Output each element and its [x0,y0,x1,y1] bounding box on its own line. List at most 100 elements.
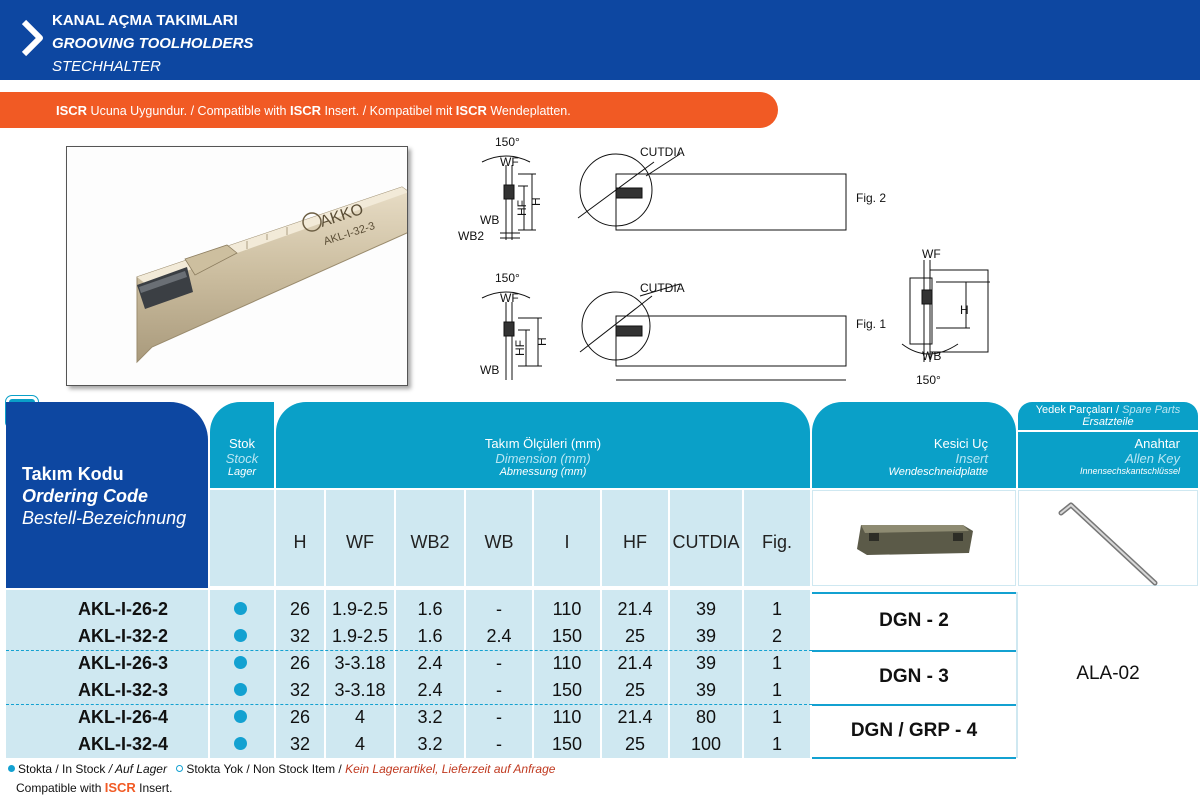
banner-brand-2: ISCR [289,103,322,118]
h-label-right: H [960,303,969,317]
cell-wf: 3-3.18 [334,680,386,700]
cell-fig: 1 [771,707,782,727]
cell-wf: 4 [354,707,365,727]
cell-wb: 2.4 [486,626,512,646]
in-stock-icon [234,683,247,696]
row-code: AKL-I-32-2 [77,626,168,646]
cell-wb2: 2.4 [417,680,443,700]
cell-hf: 21.4 [617,653,653,673]
table-row: AKL-I-32-4 32 4 3.2 - 150 25 100 1 [6,731,812,757]
insert-code-4: DGN / GRP - 4 [812,706,1016,756]
fig1-label: Fig. 1 [856,317,886,331]
technical-diagrams: 150° WF WB WB2 HF H CUTDIA Fig. 2 150° W… [458,135,990,387]
insert-header: Kesici Uç Insert Wendeschneidplatte [812,402,1016,488]
insert-divider [812,757,1016,759]
allen-key-header: Anahtar Allen Key Innensechskantschlüsse… [1018,432,1198,488]
banner-brand-1: ISCR [56,103,88,118]
stock-header: Stok Stock Lager [210,402,274,488]
cell-cutdia: 39 [695,599,717,619]
cell-h: 26 [289,653,311,673]
code-head-en: Ordering Code [22,486,149,506]
cell-wb: - [496,599,502,619]
cell-h: 32 [289,626,311,646]
cell-wb: - [496,680,502,700]
table-body: AKL-I-26-2 26 1.9-2.5 1.6 - 110 21.4 39 … [6,590,1198,758]
cell-fig: 2 [771,626,782,646]
col-h: H [276,490,324,586]
table-row: AKL-I-32-3 32 3-3.18 2.4 - 150 25 39 1 [6,677,812,703]
col-fig: Fig. [744,490,810,586]
compat-brand: ISCR [104,780,136,795]
hf-label-top: HF [515,200,529,216]
dimension-header: Takım Ölçüleri (mm) Dimension (mm) Abmes… [276,402,810,488]
col-i: I [534,490,600,586]
cell-hf: 25 [624,626,646,646]
stock-subheader [210,490,274,586]
stock-head-en: Stock [225,451,259,466]
spare-head-de: Ersatzteile [1082,416,1134,428]
cell-wf: 3-3.18 [334,653,386,673]
banner-brand-3: ISCR [455,103,487,118]
cell-wf: 1.9-2.5 [331,626,389,646]
key-head-tr: Anahtar [1134,436,1180,451]
title-english: GROOVING TOOLHOLDERS [52,35,254,52]
h-label-bottom: H [535,337,549,346]
wf-label-top: WF [500,155,519,169]
banner-text-2: Insert. / Kompatibel mit [321,104,456,118]
key-head-en: Allen Key [1125,451,1180,466]
wf-label-right: WF [922,247,941,261]
cell-wf: 1.9-2.5 [331,599,389,619]
title-german: STECHHALTER [52,58,161,75]
col-wf: WF [326,490,394,586]
col-wb2: WB2 [396,490,464,586]
non-stock-legend-icon [176,765,184,772]
stock-head-de: Lager [227,466,257,478]
table-body-bg [6,590,810,758]
legend-non-stock: Stokta Yok / Non Stock Item / [186,762,346,776]
dim-head-tr: Takım Ölçüleri (mm) [484,436,602,451]
cell-cutdia: 39 [695,626,717,646]
compat-post: Insert. [135,781,173,795]
in-stock-legend-icon [8,765,15,772]
cell-hf: 21.4 [617,707,653,727]
angle-label-bottom: 150° [495,271,520,285]
cell-wb: - [496,734,502,754]
row-code: AKL-I-32-4 [77,734,168,754]
cell-fig: 1 [771,599,782,619]
cell-fig: 1 [771,680,782,700]
cell-wb2: 3.2 [417,707,443,727]
compatibility-note: Compatible with ISCR Insert. [16,780,172,795]
cell-wb2: 1.6 [417,626,443,646]
product-photo: AKKO AKL-I-32-3 [66,146,408,386]
row-code: AKL-I-26-3 [77,653,168,673]
table-row: AKL-I-26-3 26 3-3.18 2.4 - 110 21.4 39 1 [6,650,812,676]
compat-pre: Compatible with [16,781,105,795]
cell-fig: 1 [771,734,782,754]
cell-wb2: 3.2 [417,734,443,754]
page-header: KANAL AÇMA TAKIMLARI GROOVING TOOLHOLDER… [0,0,1200,80]
insert-divider [812,650,1016,652]
dim-head-en: Dimension (mm) [495,451,591,466]
key-head-de: Innensechskantschlüssel [1079,466,1180,476]
in-stock-icon [234,737,247,750]
legend-in-stock: Stokta / In Stock [18,762,109,776]
stock-head-tr: Stok [228,436,255,451]
banner-text-1: Ucuna Uygundur. / Compatible with [87,104,290,118]
cell-h: 32 [289,680,311,700]
banner-text-3: Wendeplatten. [486,104,571,118]
cell-wb2: 2.4 [417,653,443,673]
insert-head-de: Wendeschneidplatte [888,466,988,478]
fig2-label: Fig. 2 [856,191,886,205]
cell-cutdia: 39 [695,653,717,673]
in-stock-icon [234,710,247,723]
stock-legend: Stokta / In Stock / Auf Lager Stokta Yok… [8,762,555,776]
legend-non-stock-de: Kein Lagerartikel, Lieferzeit auf Anfrag… [345,762,556,776]
cutdia-label-bottom: CUTDIA [640,281,685,295]
cell-i: 110 [552,707,582,727]
table-row: AKL-I-26-4 26 4 3.2 - 110 21.4 80 1 [6,704,812,730]
insert-divider [812,704,1016,706]
insert-head-tr: Kesici Uç [933,436,988,451]
in-stock-icon [234,629,247,642]
cell-i: 150 [551,734,583,754]
cell-i: 150 [551,626,583,646]
